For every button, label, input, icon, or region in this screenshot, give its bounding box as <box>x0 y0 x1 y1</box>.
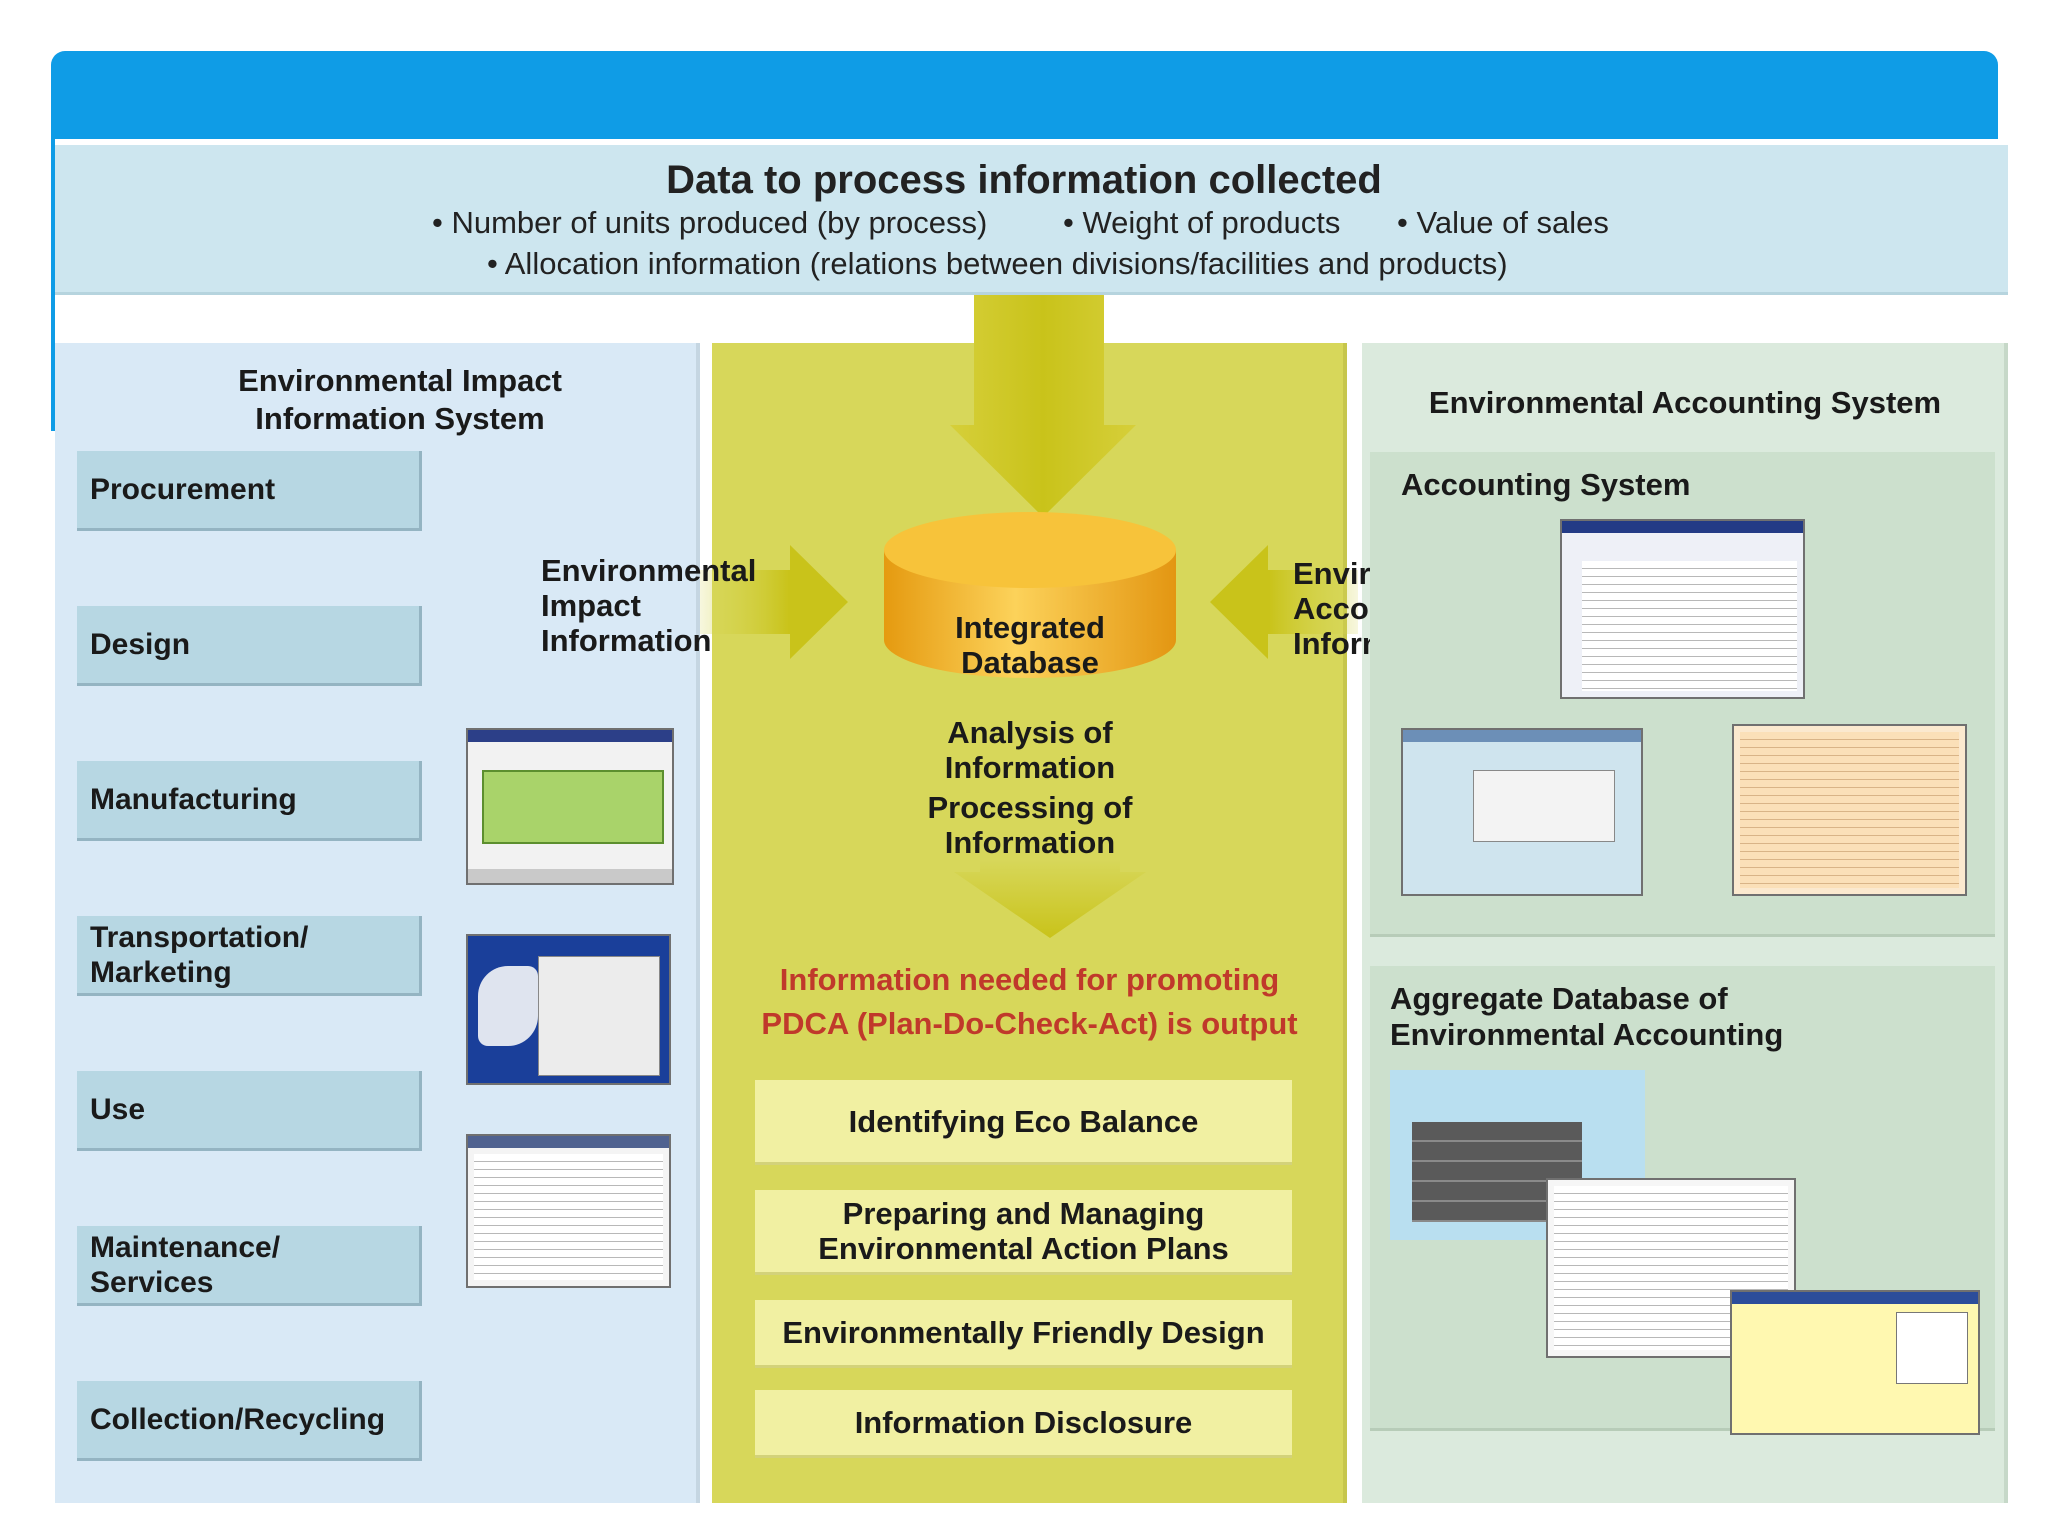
output-friendly-design: Environmentally Friendly Design <box>755 1300 1292 1368</box>
down-arrow-icon <box>950 295 1136 517</box>
header-bullet: • Weight of products <box>1063 205 1341 240</box>
aggregate-database-label: Aggregate Database of Environmental Acco… <box>1390 981 1784 1052</box>
output-disclosure: Information Disclosure <box>755 1390 1292 1458</box>
database-icon <box>884 512 1176 678</box>
header-box <box>55 145 2008 295</box>
pdca-output-text: Information needed for promoting PDCA (P… <box>761 962 1298 1041</box>
screenshot-image <box>466 934 671 1085</box>
screenshot-image <box>466 1134 671 1288</box>
process-use: Use <box>77 1071 422 1151</box>
down-arrow-icon <box>954 860 1146 938</box>
output-action-plans: Preparing and Managing Environmental Act… <box>755 1190 1292 1275</box>
screenshot-image <box>1732 724 1967 896</box>
screenshot-image <box>1730 1290 1980 1435</box>
process-procurement: Procurement <box>77 451 422 531</box>
process-maintenance: Maintenance/Services <box>77 1226 422 1306</box>
screenshot-image <box>1401 728 1643 896</box>
analysis-label: Analysis of Information <box>944 715 1116 785</box>
header-title: Data to process information collected <box>666 158 1382 202</box>
screenshot-image <box>1560 519 1805 699</box>
process-transportation: Transportation/Marketing <box>77 916 422 996</box>
banner-edge <box>51 139 55 431</box>
impact-system-title: Environmental Impact Information System <box>238 363 562 436</box>
process-manufacturing: Manufacturing <box>77 761 422 841</box>
left-arrow-icon <box>1210 545 1358 659</box>
screenshot-image <box>466 728 674 885</box>
header-bullet: • Number of units produced (by process) <box>432 205 988 240</box>
accounting-system-label: Accounting System <box>1401 467 1691 502</box>
header-bullet: • Value of sales <box>1397 205 1609 240</box>
accounting-system-title: Environmental Accounting System <box>1428 385 1942 420</box>
right-arrow-icon <box>700 545 848 659</box>
header-bullet: • Allocation information (relations betw… <box>487 246 1508 281</box>
top-banner <box>51 51 1998 139</box>
process-collection: Collection/Recycling <box>77 1381 422 1461</box>
database-label: Integrated Database <box>955 610 1105 680</box>
impact-info-label: Environmental Impact Information <box>541 553 757 658</box>
output-eco-balance: Identifying Eco Balance <box>755 1080 1292 1165</box>
process-design: Design <box>77 606 422 686</box>
processing-label: Processing of Information <box>927 790 1133 860</box>
